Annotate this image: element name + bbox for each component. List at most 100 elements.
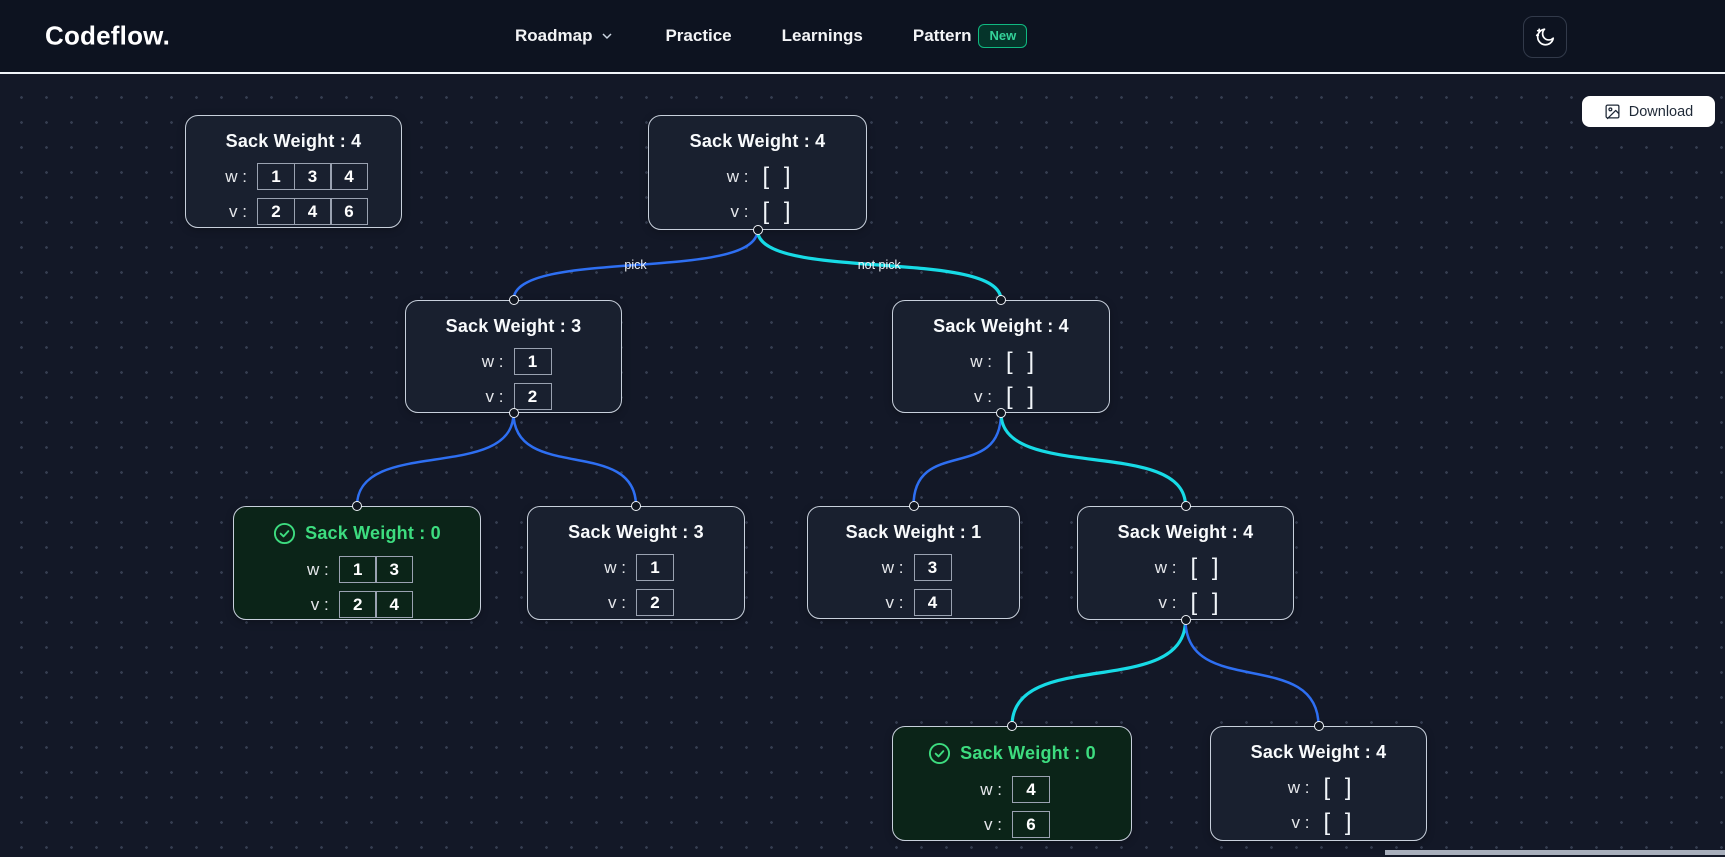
array-cells: 2 bbox=[636, 589, 674, 616]
row-label: v : bbox=[974, 386, 992, 406]
array-row: v :[ ] bbox=[964, 383, 1038, 410]
nav-practice-label: Practice bbox=[665, 26, 732, 45]
array-row: v :2 bbox=[598, 589, 674, 616]
node-handle-bottom[interactable] bbox=[1180, 615, 1191, 625]
array-cell: 3 bbox=[913, 554, 952, 581]
array-cells: 1 bbox=[513, 348, 552, 375]
node-title-row: Sack Weight : 3 bbox=[446, 316, 582, 337]
horizontal-scrollbar[interactable] bbox=[1385, 850, 1725, 855]
node-title-row: Sack Weight : 4 bbox=[933, 316, 1069, 337]
node-handle-top[interactable] bbox=[631, 501, 641, 511]
edge-root-pick bbox=[512, 228, 759, 302]
node-handle-top[interactable] bbox=[352, 501, 362, 511]
nav-pattern-label: Pattern bbox=[912, 26, 972, 45]
empty-array: [ ] bbox=[1323, 774, 1356, 801]
node-handle-top[interactable] bbox=[1313, 721, 1324, 731]
array-cell: 3 bbox=[375, 556, 414, 583]
array-row: v :[ ] bbox=[720, 198, 794, 225]
node-title-row: Sack Weight : 4 bbox=[690, 131, 826, 152]
moon-stars-icon bbox=[1535, 28, 1555, 46]
array-cells: 4 bbox=[913, 589, 952, 616]
row-label: v : bbox=[1291, 812, 1310, 832]
row-label: v : bbox=[229, 201, 247, 221]
array-row: v : 6 bbox=[974, 811, 1050, 838]
array-row: w :[ ] bbox=[1148, 554, 1222, 581]
node-handle-top[interactable] bbox=[908, 501, 919, 511]
row-label: v : bbox=[730, 201, 749, 221]
array-cell: 4 bbox=[1012, 776, 1050, 803]
array-row: v : [ ] bbox=[1281, 809, 1355, 836]
node-title: Sack Weight : 3 bbox=[445, 316, 582, 336]
edge-label-root-pick: pick bbox=[624, 258, 647, 272]
edge-root-not-pick bbox=[755, 228, 1003, 302]
theme-toggle-button[interactable] bbox=[1523, 16, 1567, 58]
array-cell: 6 bbox=[330, 198, 368, 225]
node-title: Sack Weight : 0 bbox=[960, 743, 1096, 763]
array-cell: 4 bbox=[330, 163, 368, 190]
root-node[interactable]: Sack Weight : 4 w : [ ] v :[ ] bbox=[648, 115, 867, 230]
edge-sack4mid-to-sack0 bbox=[1010, 618, 1188, 728]
node-handle-bottom[interactable] bbox=[996, 408, 1006, 418]
array-cell: 3 bbox=[293, 163, 332, 190]
node-handle-bottom[interactable] bbox=[752, 225, 763, 235]
row-label: v : bbox=[310, 594, 329, 614]
chevron-down-icon bbox=[602, 33, 612, 40]
nav-item-practice[interactable]: Practice bbox=[665, 26, 731, 46]
row-label: w : bbox=[1287, 777, 1310, 797]
empty-array: [ ] bbox=[762, 163, 795, 190]
node-title: Sack Weight : 4 bbox=[689, 131, 826, 151]
node-handle-top[interactable] bbox=[996, 295, 1006, 305]
download-label: Download bbox=[1628, 103, 1694, 120]
edge-sack3-to-sack0 bbox=[355, 411, 515, 508]
node-sack-weight-0-bottom[interactable]: Sack Weight : 0 w : 4 v : 6 bbox=[892, 726, 1132, 841]
node-title: Sack Weight : 4 bbox=[225, 131, 362, 151]
array-cell: 1 bbox=[338, 556, 377, 583]
row-label: v : bbox=[1158, 592, 1177, 612]
empty-array: [ ] bbox=[1190, 589, 1223, 616]
logo[interactable]: Codeflow. bbox=[45, 20, 171, 51]
check-circle-icon bbox=[274, 522, 296, 545]
row-label: v : bbox=[984, 814, 1002, 834]
array-row: w : [ ] bbox=[720, 163, 794, 190]
node-handle-top[interactable] bbox=[508, 295, 519, 305]
node-sack-weight-3[interactable]: Sack Weight : 3 w : 1 v :2 bbox=[405, 300, 622, 413]
download-button[interactable]: Download bbox=[1582, 96, 1715, 127]
row-label: w : bbox=[980, 779, 1002, 799]
nav-learnings-label: Learnings bbox=[781, 26, 863, 45]
node-title-row: Sack Weight : 0 bbox=[273, 522, 441, 545]
node-handle-bottom[interactable] bbox=[508, 408, 519, 418]
node-handle-top[interactable] bbox=[1180, 501, 1191, 511]
navbar: Codeflow. Roadmap Practice Learnings Pat… bbox=[0, 0, 1725, 74]
row-label: w : bbox=[726, 166, 749, 186]
row-label: w : bbox=[481, 351, 504, 371]
array-cell: 4 bbox=[375, 591, 414, 618]
array-cells: 6 bbox=[1012, 811, 1050, 838]
nav-item-pattern[interactable]: Pattern New bbox=[912, 24, 1028, 48]
nav-item-roadmap[interactable]: Roadmap bbox=[515, 26, 615, 46]
nav-roadmap-label: Roadmap bbox=[515, 26, 593, 45]
row-label: v : bbox=[485, 386, 504, 406]
array-row: w : 4 bbox=[974, 776, 1050, 803]
array-cell: 4 bbox=[293, 198, 332, 225]
empty-array: [ ] bbox=[1323, 809, 1356, 836]
array-cell: 1 bbox=[636, 554, 674, 581]
nav-item-learnings[interactable]: Learnings bbox=[782, 26, 863, 46]
node-handle-top[interactable] bbox=[1007, 721, 1017, 731]
array-row: v :2 bbox=[476, 383, 552, 410]
edge-sack4-to-sack4 bbox=[999, 411, 1188, 508]
node-title-row: Sack Weight : 4 bbox=[226, 131, 362, 152]
